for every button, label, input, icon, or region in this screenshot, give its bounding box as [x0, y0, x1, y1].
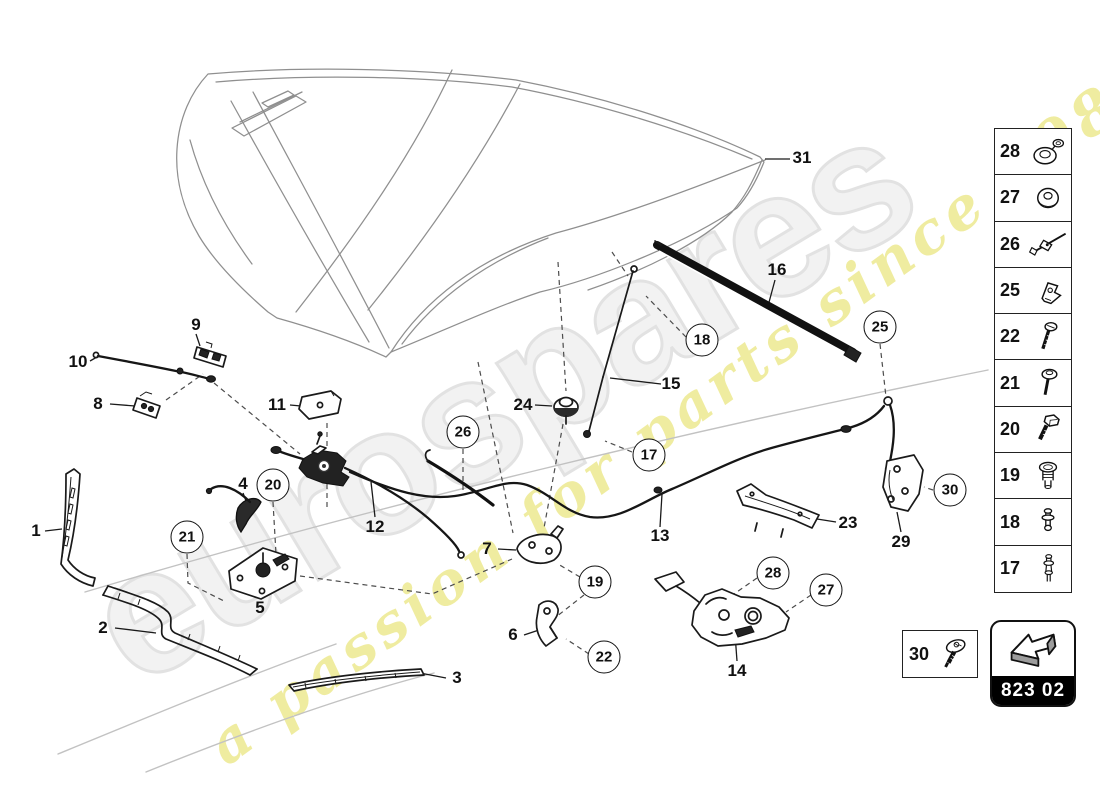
- part-label-11: 11: [268, 395, 286, 414]
- part-balloon-21: 21: [170, 520, 204, 554]
- part-label-29: 29: [891, 532, 911, 551]
- part-balloon-27: 27: [809, 573, 843, 607]
- part-10-cable: [92, 351, 216, 383]
- part-label-2: 2: [98, 618, 108, 637]
- legend-item-number: 18: [1000, 511, 1021, 532]
- part-balloon-30: 30: [933, 473, 967, 507]
- part-label-13: 13: [650, 526, 670, 545]
- part-1-side-trim: [60, 468, 96, 587]
- part-11-plate: [298, 390, 342, 420]
- part-balloon-25: 25: [863, 310, 897, 344]
- hardware-legend-sidebar: 28 27 26 25 22 21 20 19 18 17: [994, 128, 1072, 593]
- part-balloon-19: 19: [578, 565, 612, 599]
- pan-screw-icon: [1026, 316, 1070, 358]
- part-14-lock-assembly: [654, 571, 790, 647]
- flanged-grommet-icon: [1026, 131, 1070, 173]
- part-16-seal-strip: [653, 240, 862, 363]
- part-label-1: 1: [31, 521, 41, 540]
- part-balloon-20: 20: [256, 468, 290, 502]
- legend-item-number: 26: [1000, 233, 1021, 254]
- part-5-latch-base: [228, 547, 298, 600]
- extra-item-number: 30: [909, 643, 930, 664]
- stud-icon: [1026, 501, 1070, 543]
- part-label-14: 14: [727, 661, 747, 680]
- part-23-bracket-rail: [736, 483, 820, 538]
- badge-icon-area: [992, 622, 1074, 676]
- part-group-badge: 823 02: [990, 620, 1076, 707]
- release-latch-mechanism: [270, 431, 350, 487]
- hood-outline: [176, 68, 766, 358]
- part-label-15: 15: [661, 374, 681, 393]
- part-label-8: 8: [93, 394, 103, 413]
- legend-item-number: 17: [1000, 558, 1021, 579]
- part-3-strip: [288, 668, 425, 692]
- legend-item-27: 27: [995, 175, 1071, 222]
- part-13-bowden-cable: [348, 396, 895, 519]
- part-9-clip: [193, 341, 227, 368]
- legend-item-21: 21: [995, 360, 1071, 407]
- hex-bolt-icon: [1026, 408, 1070, 450]
- part-4-release-lever: [205, 485, 262, 534]
- plug-icon: [1026, 455, 1070, 497]
- washer-icon: [1026, 177, 1070, 219]
- part-label-4: 4: [238, 474, 248, 493]
- legend-item-number: 20: [1000, 418, 1021, 439]
- part-group-code: 823 02: [992, 676, 1074, 705]
- part-8-clip: [132, 391, 161, 419]
- legend-item-number: 19: [1000, 465, 1021, 486]
- legend-item-26: 26: [995, 222, 1071, 268]
- projection-lines: [165, 251, 934, 655]
- legend-item-number: 25: [1000, 280, 1021, 301]
- part-2-cross-strip: [102, 585, 258, 676]
- body-outline: [57, 369, 989, 773]
- part-29-hinge-plate: [882, 454, 924, 512]
- legend-item-22: 22: [995, 314, 1071, 361]
- washer-screw-icon: [1026, 362, 1070, 404]
- part-label-24: 24: [513, 395, 533, 414]
- part-label-10: 10: [68, 352, 88, 371]
- part-balloon-18: 18: [685, 323, 719, 357]
- legend-item-number: 22: [1000, 326, 1021, 347]
- part-7-striker-plate: [516, 525, 564, 564]
- part-6-safety-hook: [535, 600, 559, 647]
- legend-item-number: 28: [1000, 141, 1021, 162]
- rod-clip-icon: [1026, 223, 1070, 265]
- part-balloon-22: 22: [587, 640, 621, 674]
- part-balloon-17: 17: [632, 438, 666, 472]
- legend-item-18: 18: [995, 499, 1071, 546]
- part-label-3: 3: [452, 668, 462, 687]
- legend-item-28: 28: [995, 129, 1071, 176]
- part-12-release-cable: [343, 466, 465, 559]
- legend-item-20: 20: [995, 407, 1071, 454]
- part-26-cable-sleeve: [424, 449, 495, 507]
- part-label-6: 6: [508, 625, 518, 644]
- countersunk-screw-icon: [934, 633, 977, 675]
- part-label-23: 23: [838, 513, 858, 532]
- legend-item-25: 25: [995, 268, 1071, 315]
- legend-item-19: 19: [995, 453, 1071, 500]
- legend-item-17: 17: [995, 546, 1071, 592]
- clamp-bracket-icon: [1026, 270, 1070, 312]
- part-24-grommet: [553, 396, 579, 425]
- part-label-9: 9: [191, 315, 201, 334]
- hood-arrow-icon: [1000, 624, 1066, 674]
- part-label-31: 31: [792, 148, 812, 167]
- stud-bolt-icon: [1026, 548, 1070, 590]
- part-15-gas-strut: [583, 265, 638, 438]
- part-balloon-28: 28: [756, 556, 790, 590]
- part-balloon-26: 26: [446, 415, 480, 449]
- part-label-16: 16: [767, 260, 787, 279]
- part-label-5: 5: [255, 598, 265, 617]
- extra-item-box: 30: [902, 630, 978, 678]
- legend-item-number: 21: [1000, 372, 1021, 393]
- part-label-12: 12: [365, 517, 385, 536]
- part-label-7: 7: [482, 539, 492, 558]
- legend-item-number: 27: [1000, 187, 1021, 208]
